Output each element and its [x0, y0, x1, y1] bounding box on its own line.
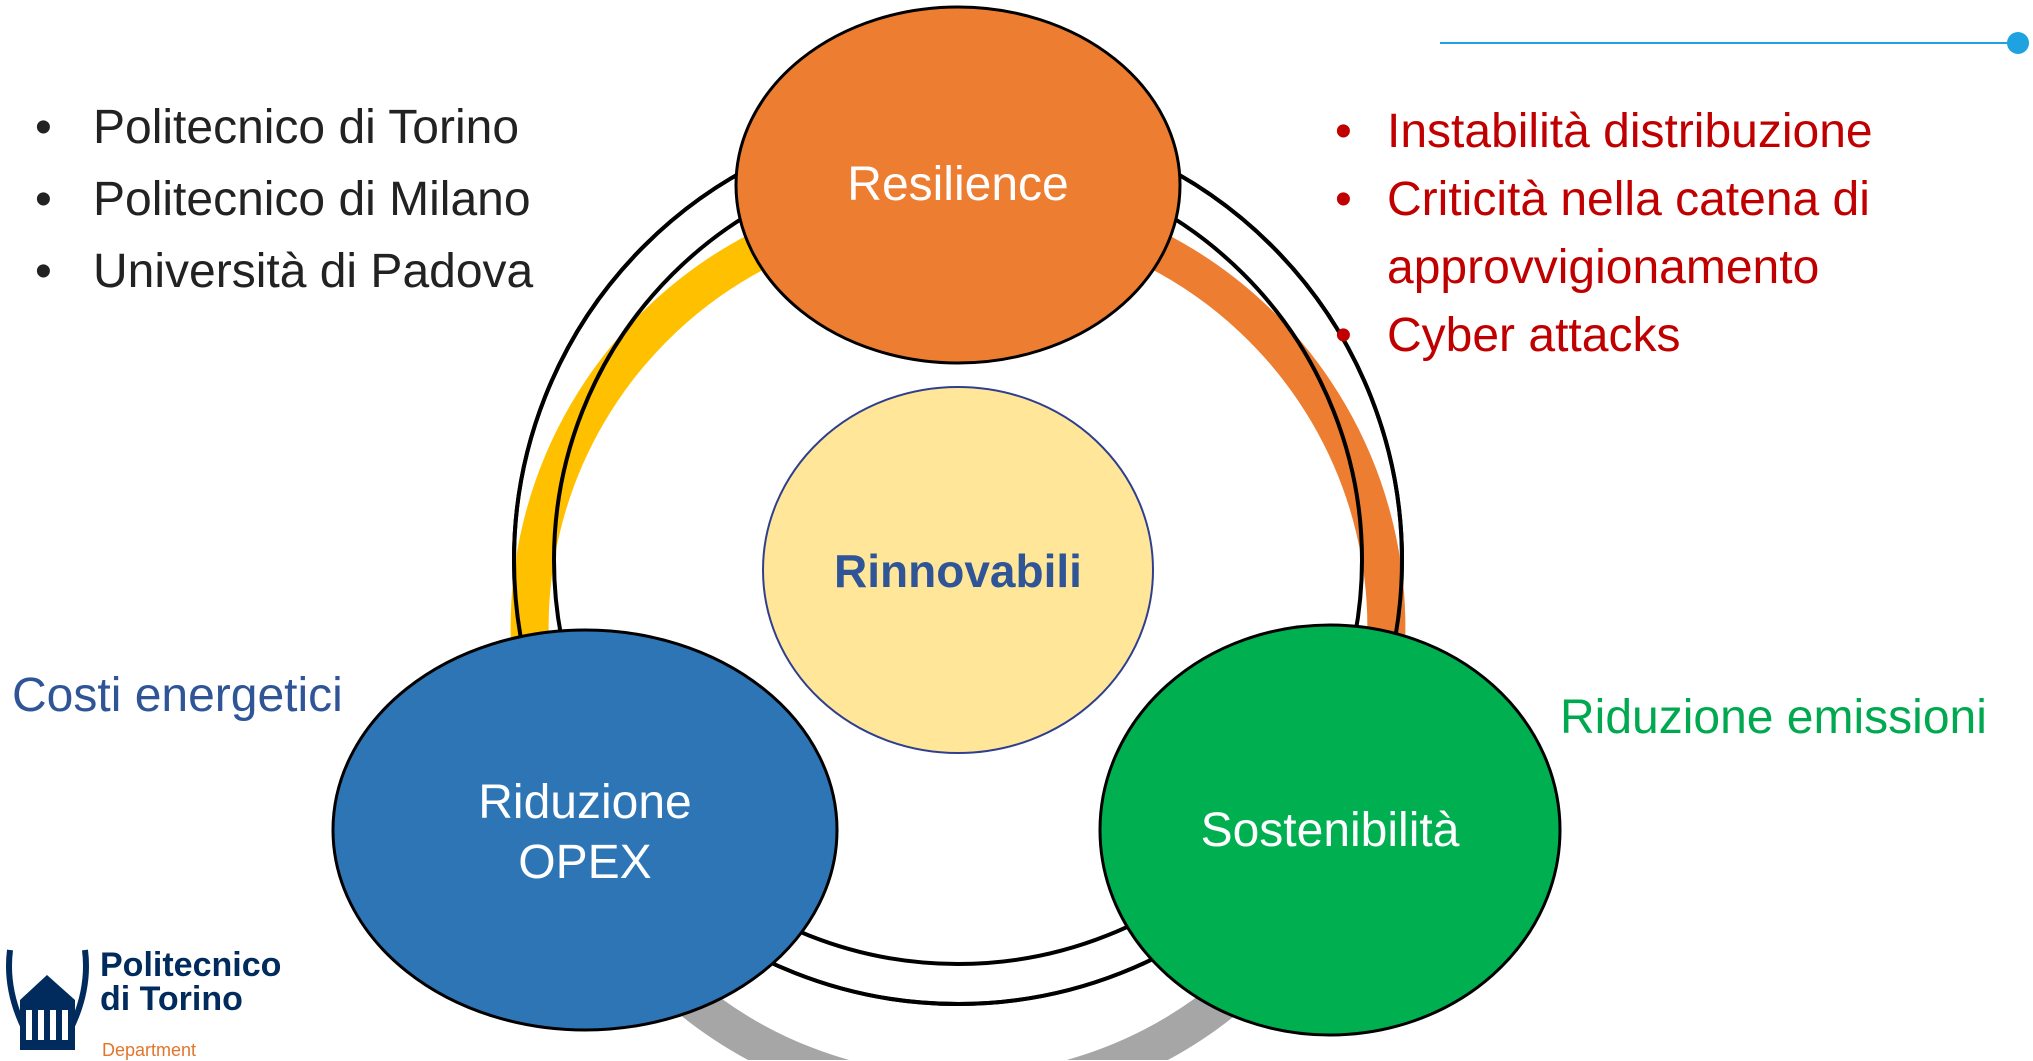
costi-energetici-label: Costi energetici — [12, 669, 343, 722]
accent-line — [1440, 42, 2015, 44]
logo-text-line2: di Torino — [100, 980, 243, 1018]
arc-bottom-gray — [667, 975, 1249, 1060]
polito-logo: Politecnico di Torino Department — [0, 930, 300, 1060]
resilience-label: Resilience — [847, 158, 1068, 211]
partner-item: Università di Padova — [35, 236, 533, 308]
accent-dot — [2007, 32, 2029, 54]
polito-emblem-icon — [6, 949, 89, 1050]
sostenibilita-label: Sostenibilità — [1201, 804, 1460, 857]
partner-item: Politecnico di Torino — [35, 92, 533, 164]
rinnovabili-node — [762, 386, 1154, 754]
logo-text-line1: Politecnico — [100, 946, 282, 984]
rinnovabili-label: Rinnovabili — [834, 545, 1082, 597]
opex-label-line2: OPEX — [518, 836, 651, 889]
resilience-node — [734, 5, 1182, 365]
opex-node — [331, 628, 839, 1032]
risk-item: Cyber attacks — [1335, 302, 1947, 370]
partners-list: Politecnico di Torino Politecnico di Mil… — [35, 92, 533, 308]
risks-list: Instabilità distribuzione Criticità nell… — [1335, 98, 1947, 370]
opex-label-line1: Riduzione — [478, 776, 691, 829]
arc-right-orange — [1147, 233, 1406, 646]
arc-left-yellow — [510, 233, 769, 646]
riduzione-emissioni-label: Riduzione emissioni — [1560, 691, 1987, 744]
risk-item: Criticità nella catena di approvvigionam… — [1335, 166, 1947, 302]
risk-item: Instabilità distribuzione — [1335, 98, 1947, 166]
sostenibilita-node — [1098, 623, 1562, 1037]
partner-item: Politecnico di Milano — [35, 164, 533, 236]
logo-department: Department — [102, 1040, 197, 1060]
